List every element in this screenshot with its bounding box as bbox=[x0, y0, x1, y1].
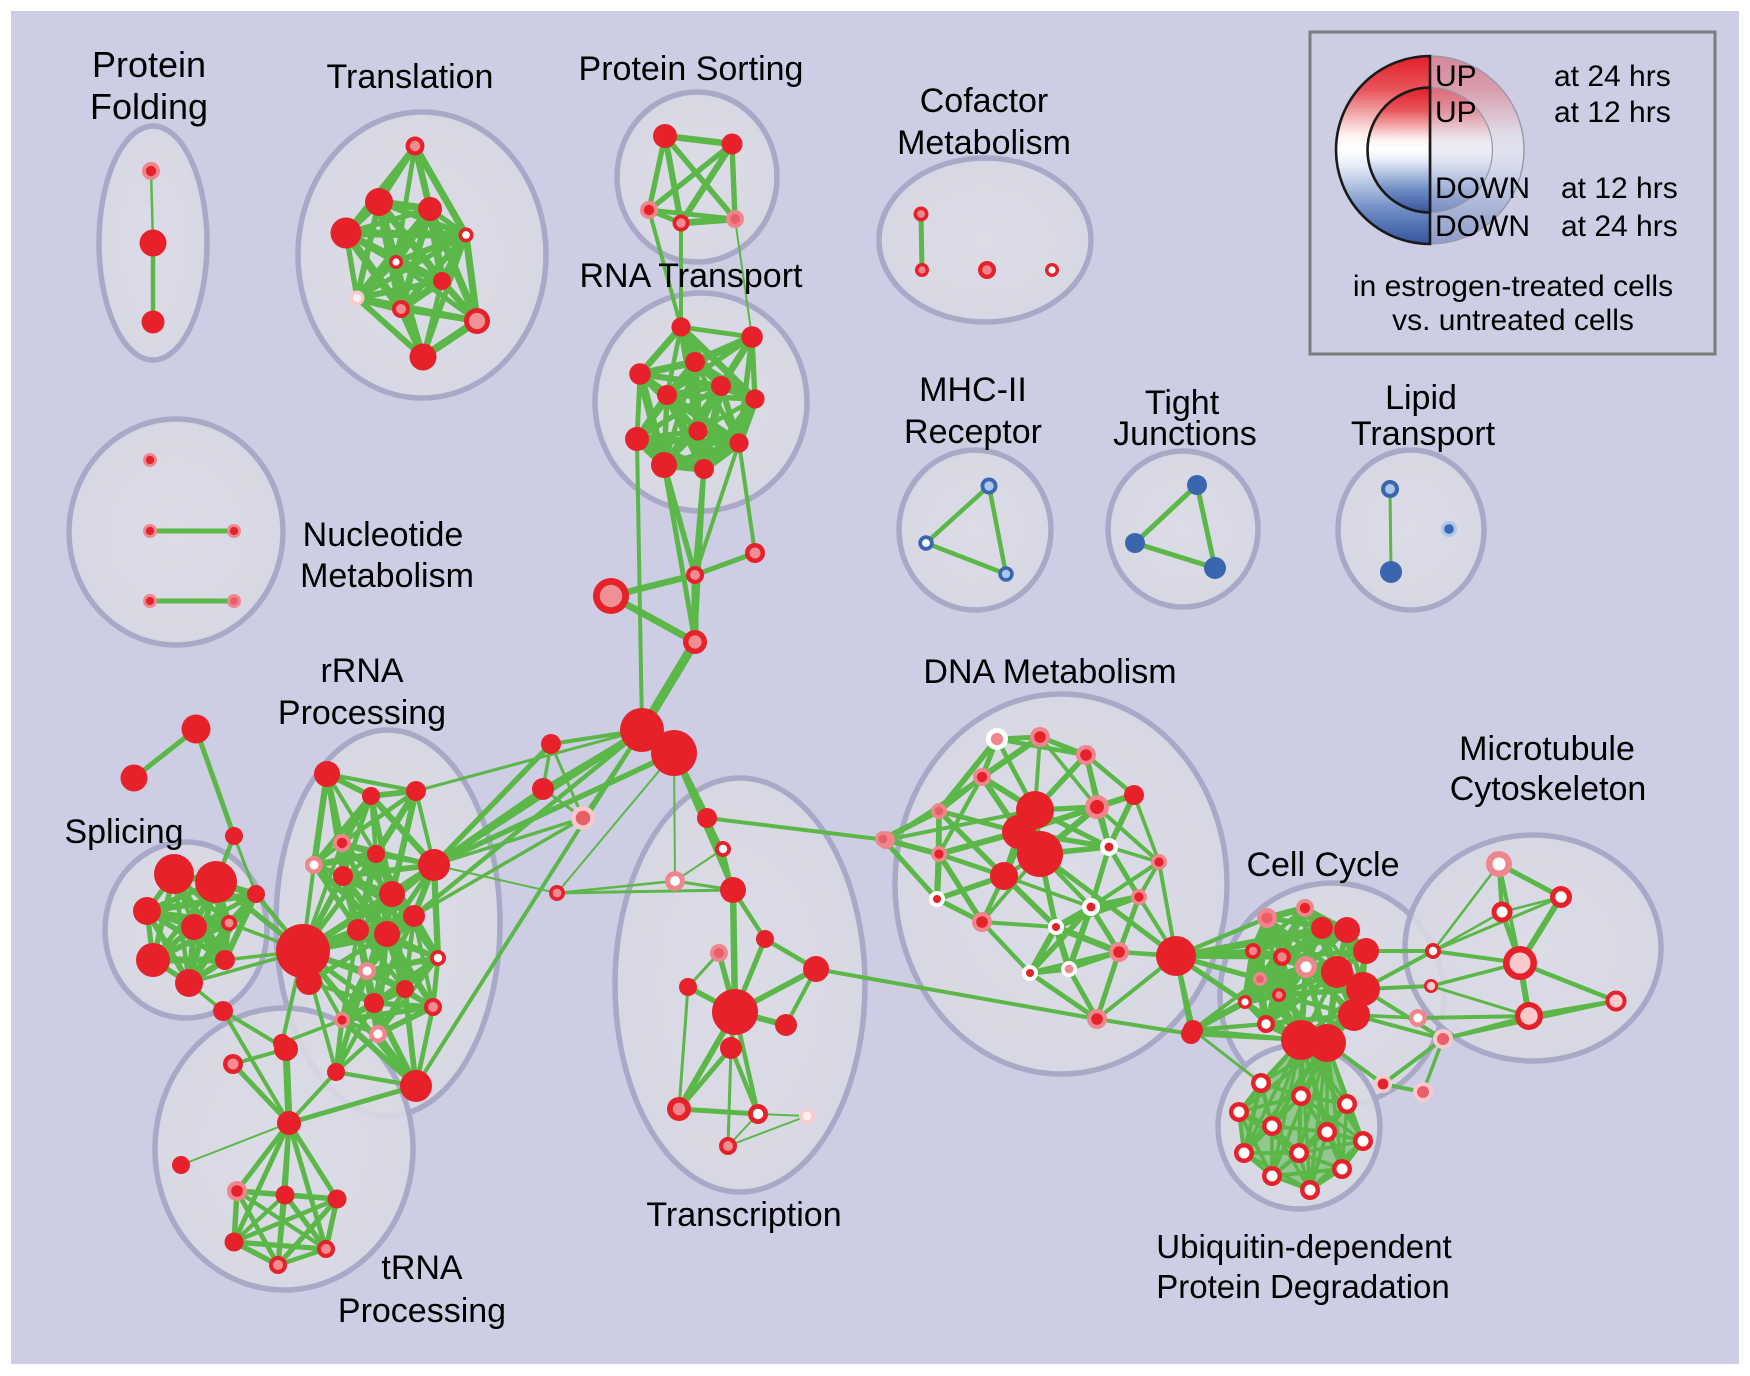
svg-text:Receptor: Receptor bbox=[904, 413, 1042, 451]
svg-text:at 24 hrs: at 24 hrs bbox=[1554, 60, 1671, 93]
svg-text:UP: UP bbox=[1435, 96, 1477, 129]
svg-text:DOWN: DOWN bbox=[1435, 210, 1530, 243]
svg-text:Cell Cycle: Cell Cycle bbox=[1246, 846, 1399, 884]
svg-text:Lipid: Lipid bbox=[1385, 379, 1457, 417]
svg-text:in estrogen-treated cells: in estrogen-treated cells bbox=[1353, 270, 1673, 303]
svg-text:Processing: Processing bbox=[338, 1292, 506, 1330]
svg-text:at 12 hrs: at 12 hrs bbox=[1561, 172, 1678, 205]
svg-text:tRNA: tRNA bbox=[381, 1249, 463, 1287]
svg-text:Splicing: Splicing bbox=[64, 813, 183, 851]
svg-text:Processing: Processing bbox=[278, 694, 446, 732]
svg-text:Transport: Transport bbox=[1351, 415, 1496, 453]
svg-text:Metabolism: Metabolism bbox=[897, 124, 1071, 162]
svg-text:DOWN: DOWN bbox=[1435, 172, 1530, 205]
svg-text:RNA Transport: RNA Transport bbox=[580, 257, 804, 295]
svg-text:Nucleotide: Nucleotide bbox=[303, 516, 464, 554]
svg-text:MHC-II: MHC-II bbox=[919, 371, 1027, 409]
svg-text:Ubiquitin-dependent: Ubiquitin-dependent bbox=[1156, 1228, 1451, 1265]
svg-text:Microtubule: Microtubule bbox=[1459, 730, 1635, 768]
svg-text:Protein Sorting: Protein Sorting bbox=[579, 50, 804, 88]
svg-text:Protein: Protein bbox=[92, 44, 206, 85]
svg-text:Cytoskeleton: Cytoskeleton bbox=[1450, 770, 1647, 808]
svg-text:UP: UP bbox=[1435, 60, 1477, 93]
svg-text:Junctions: Junctions bbox=[1113, 415, 1257, 453]
svg-text:DNA Metabolism: DNA Metabolism bbox=[923, 653, 1176, 691]
svg-text:vs. untreated cells: vs. untreated cells bbox=[1392, 304, 1634, 337]
svg-text:Cofactor: Cofactor bbox=[920, 82, 1049, 120]
svg-text:Metabolism: Metabolism bbox=[300, 557, 474, 595]
svg-text:Protein Degradation: Protein Degradation bbox=[1156, 1268, 1450, 1305]
svg-text:Translation: Translation bbox=[327, 58, 494, 96]
svg-text:at 12 hrs: at 12 hrs bbox=[1554, 96, 1671, 129]
svg-text:at 24 hrs: at 24 hrs bbox=[1561, 210, 1678, 243]
svg-text:Transcription: Transcription bbox=[646, 1196, 841, 1234]
svg-text:rRNA: rRNA bbox=[320, 652, 403, 690]
svg-text:Folding: Folding bbox=[90, 86, 208, 127]
svg-text:Tight: Tight bbox=[1145, 384, 1220, 422]
